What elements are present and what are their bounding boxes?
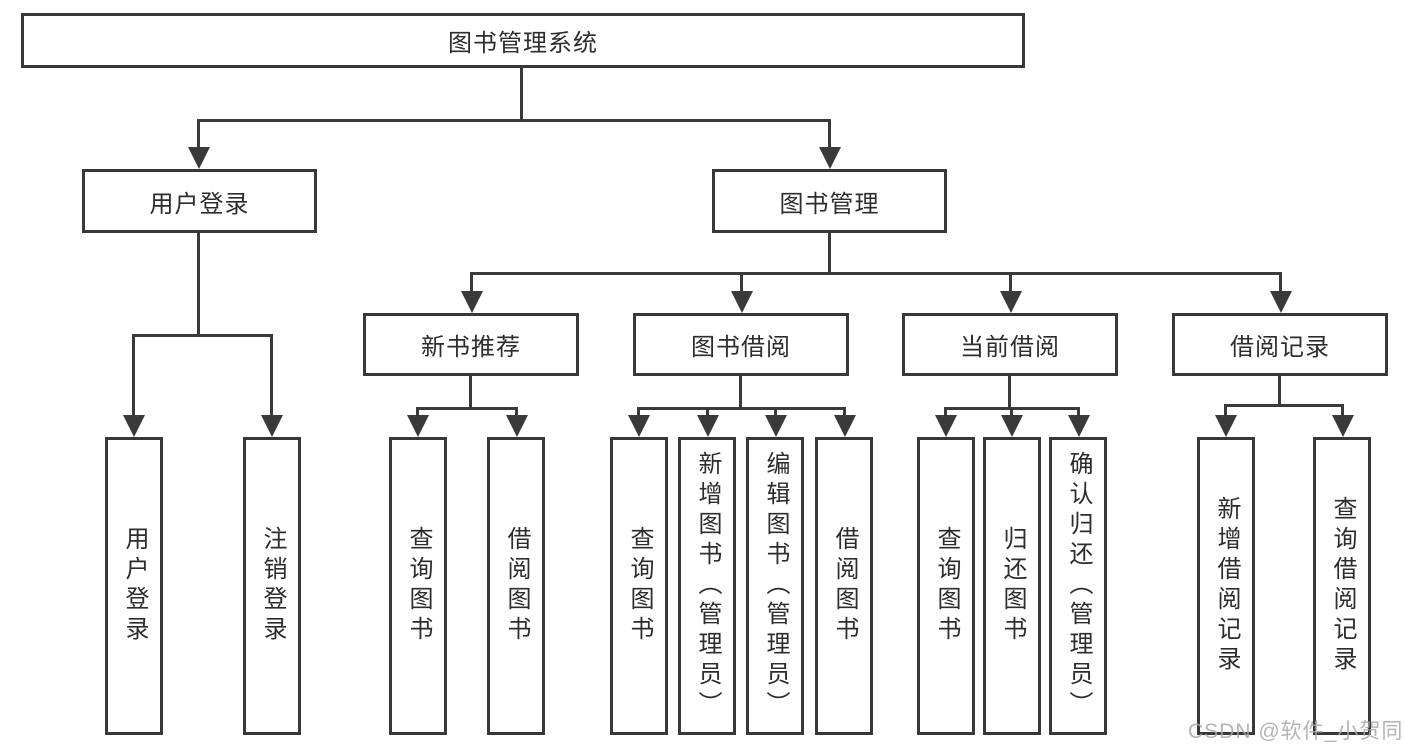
node-label: 查询图书 <box>405 526 432 646</box>
connector-line <box>416 407 419 419</box>
node-book-management: 图书管理 <box>712 169 947 233</box>
node-label: 新增借阅记录 <box>1213 496 1240 676</box>
connector-line <box>132 334 135 417</box>
arrow-down-icon <box>407 415 429 437</box>
node-label: 新增图书（管理员） <box>694 451 721 721</box>
connector-line <box>843 407 846 419</box>
leaf-query-books-2: 查询图书 <box>610 437 668 735</box>
arrow-down-icon <box>1215 415 1237 437</box>
node-label: 借阅图书 <box>831 526 858 646</box>
connector-line <box>197 233 200 337</box>
leaf-user-login: 用户登录 <box>105 437 163 735</box>
arrow-down-icon <box>1332 415 1354 437</box>
node-label: 查询图书 <box>626 526 653 646</box>
connector-line <box>1009 272 1012 294</box>
arrow-down-icon <box>123 415 145 437</box>
node-current-borrow: 当前借阅 <box>902 313 1118 376</box>
node-label: 确认归还（管理员） <box>1065 451 1092 721</box>
connector-line <box>197 119 831 122</box>
connector-line <box>197 119 200 151</box>
leaf-query-books-3: 查询图书 <box>917 437 975 735</box>
connector-line <box>740 272 743 294</box>
leaf-edit-books-admin: 编辑图书（管理员） <box>746 437 804 735</box>
connector-line <box>828 233 831 275</box>
node-label: 借阅记录 <box>1230 334 1330 361</box>
arrow-down-icon <box>834 415 856 437</box>
leaf-query-borrow-record: 查询借阅记录 <box>1313 437 1371 735</box>
node-label: 查询借阅记录 <box>1329 496 1356 676</box>
connector-line <box>739 376 742 410</box>
node-borrow-records: 借阅记录 <box>1172 313 1388 376</box>
node-book-borrow: 图书借阅 <box>633 313 849 376</box>
leaf-confirm-return-admin: 确认归还（管理员） <box>1049 437 1107 735</box>
connector-line <box>1077 407 1080 419</box>
connector-line <box>1008 376 1011 410</box>
node-label: 新书推荐 <box>421 334 521 361</box>
node-new-book-recommend: 新书推荐 <box>363 313 579 376</box>
connector-line <box>637 407 846 410</box>
node-label: 编辑图书（管理员） <box>762 451 789 721</box>
connector-line <box>706 407 709 419</box>
arrow-down-icon <box>765 415 787 437</box>
arrow-down-icon <box>819 147 841 169</box>
node-label: 图书借阅 <box>691 334 791 361</box>
arrow-down-icon <box>731 291 753 313</box>
arrow-down-icon <box>261 415 283 437</box>
connector-line <box>1224 404 1344 407</box>
connector-line <box>1278 376 1281 407</box>
connector-line <box>1341 404 1344 418</box>
arrow-down-icon <box>188 147 210 169</box>
node-label: 用户登录 <box>149 190 250 218</box>
connector-line <box>944 407 947 419</box>
arrow-down-icon <box>697 415 719 437</box>
node-label: 图书管理 <box>779 190 880 218</box>
arrow-down-icon <box>1068 415 1090 437</box>
node-label: 查询图书 <box>933 526 960 646</box>
connector-line <box>515 407 518 419</box>
arrow-down-icon <box>628 415 650 437</box>
connector-line <box>416 407 518 410</box>
arrow-down-icon <box>1001 415 1023 437</box>
connector-line <box>469 376 472 410</box>
leaf-add-borrow-record: 新增借阅记录 <box>1197 437 1255 735</box>
node-label: 注销登录 <box>259 526 286 646</box>
arrow-down-icon <box>461 291 483 313</box>
arrow-down-icon <box>935 415 957 437</box>
leaf-query-books-1: 查询图书 <box>389 437 447 735</box>
leaf-logout: 注销登录 <box>243 437 301 735</box>
connector-line <box>470 272 473 294</box>
node-user-login: 用户登录 <box>82 169 317 233</box>
arrow-down-icon <box>1000 291 1022 313</box>
connector-line <box>774 407 777 419</box>
connector-line <box>270 334 273 417</box>
leaf-borrow-books-1: 借阅图书 <box>487 437 545 735</box>
connector-line <box>1224 404 1227 418</box>
connector-line <box>828 119 831 151</box>
node-label: 借阅图书 <box>503 526 530 646</box>
connector-line <box>132 334 273 337</box>
connector-line <box>1279 272 1282 294</box>
node-library-system: 图书管理系统 <box>21 13 1025 68</box>
leaf-return-books: 归还图书 <box>983 437 1041 735</box>
arrow-down-icon <box>1270 291 1292 313</box>
connector-line <box>470 272 1281 275</box>
leaf-add-books-admin: 新增图书（管理员） <box>678 437 736 735</box>
watermark: CSDN @软件_小贺同学 <box>1188 720 1404 743</box>
connector-line <box>520 68 523 121</box>
node-label: 当前借阅 <box>960 334 1060 361</box>
connector-line <box>1010 407 1013 419</box>
leaf-borrow-books-2: 借阅图书 <box>815 437 873 735</box>
node-label: 归还图书 <box>999 526 1026 646</box>
arrow-down-icon <box>506 415 528 437</box>
connector-line <box>637 407 640 419</box>
node-label: 用户登录 <box>121 526 148 646</box>
node-label: 图书管理系统 <box>448 30 598 57</box>
